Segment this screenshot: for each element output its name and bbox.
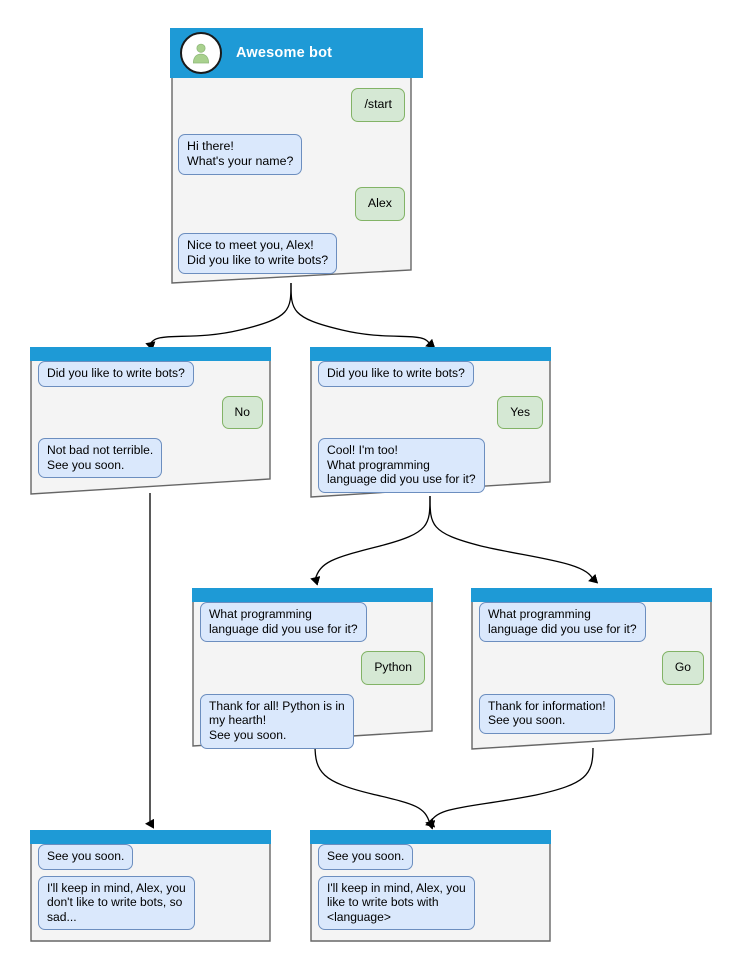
bot-message-bubble: Did you like to write bots? xyxy=(38,361,194,387)
bot-message-bubble: Nice to meet you, Alex! Did you like to … xyxy=(178,233,338,274)
edge-python-to-end-happy xyxy=(314,744,436,828)
node-end-happy[interactable]: See you soon. I'll keep in mind, Alex, y… xyxy=(310,830,551,942)
message-row: No xyxy=(38,395,263,430)
user-message-bubble: Alex xyxy=(354,187,405,221)
user-message-bubble: Go xyxy=(661,651,704,685)
node-root-messages: /start Hi there! What's your name? Alex … xyxy=(170,78,413,274)
message-row: Nice to meet you, Alex! Did you like to … xyxy=(178,233,405,274)
node-root-header: Awesome bot xyxy=(170,28,423,78)
edge-yes-to-python xyxy=(310,495,431,586)
message-row: What programming language did you use fo… xyxy=(200,602,425,643)
node-no-branch-header xyxy=(30,347,271,361)
bot-message-bubble: Thank for all! Python is in my hearth! S… xyxy=(200,693,354,749)
node-yes-branch[interactable]: Did you like to write bots? Yes Cool! I'… xyxy=(310,347,551,498)
user-message-bubble: No xyxy=(221,395,263,430)
bot-message-bubble: See you soon. xyxy=(318,844,414,870)
node-python-branch-messages: What programming language did you use fo… xyxy=(192,602,433,749)
bot-message-bubble: Thank for information! See you soon. xyxy=(479,693,615,734)
node-end-happy-header xyxy=(310,830,551,844)
message-row: Thank for information! See you soon. xyxy=(479,693,704,734)
message-row: Python xyxy=(200,651,425,685)
user-message-bubble: Python xyxy=(361,651,425,685)
bot-message-bubble: Did you like to write bots? xyxy=(318,361,474,387)
bot-message-bubble: I'll keep in mind, Alex, you don't like … xyxy=(38,875,195,931)
edge-root-to-no xyxy=(145,282,292,351)
bot-message-bubble: See you soon. xyxy=(38,844,134,870)
edge-go-to-end-happy xyxy=(425,747,594,830)
bot-message-bubble: What programming language did you use fo… xyxy=(200,602,367,643)
node-root[interactable]: Awesome bot /start Hi there! What's your… xyxy=(170,28,423,285)
message-row: Hi there! What's your name? xyxy=(178,134,405,175)
message-row: See you soon. xyxy=(318,844,543,870)
bot-message-bubble: Cool! I'm too! What programming language… xyxy=(318,438,485,493)
message-row: /start xyxy=(178,88,405,122)
node-no-branch[interactable]: Did you like to write bots? No Not bad n… xyxy=(30,347,271,495)
node-end-happy-messages: See you soon. I'll keep in mind, Alex, y… xyxy=(310,844,551,931)
node-python-branch-header xyxy=(192,588,433,602)
message-row: What programming language did you use fo… xyxy=(479,602,704,643)
message-row: Cool! I'm too! What programming language… xyxy=(318,438,543,493)
message-row: Thank for all! Python is in my hearth! S… xyxy=(200,693,425,749)
node-yes-branch-header xyxy=(310,347,551,361)
node-end-sad-messages: See you soon. I'll keep in mind, Alex, y… xyxy=(30,844,271,931)
message-row: Not bad not terrible. See you soon. xyxy=(38,438,263,479)
node-end-sad[interactable]: See you soon. I'll keep in mind, Alex, y… xyxy=(30,830,271,942)
edge-yes-to-go xyxy=(429,495,599,584)
user-message-bubble: /start xyxy=(351,88,405,122)
node-python-branch[interactable]: What programming language did you use fo… xyxy=(192,588,433,749)
message-row: Yes xyxy=(318,395,543,430)
message-row: Go xyxy=(479,651,704,685)
bot-message-bubble: Hi there! What's your name? xyxy=(178,134,303,175)
node-go-branch-messages: What programming language did you use fo… xyxy=(471,602,712,734)
person-glyph-icon xyxy=(192,43,210,64)
message-row: See you soon. xyxy=(38,844,263,870)
user-message-bubble: Yes xyxy=(497,395,543,430)
message-row: I'll keep in mind, Alex, you like to wri… xyxy=(318,875,543,931)
edge-root-to-yes xyxy=(290,282,436,349)
node-go-branch-header xyxy=(471,588,712,602)
person-avatar-icon xyxy=(180,32,222,74)
message-row: Did you like to write bots? xyxy=(318,361,543,387)
node-no-branch-messages: Did you like to write bots? No Not bad n… xyxy=(30,361,271,479)
message-row: Did you like to write bots? xyxy=(38,361,263,387)
message-row: Alex xyxy=(178,187,405,221)
bot-title: Awesome bot xyxy=(236,45,333,61)
node-yes-branch-messages: Did you like to write bots? Yes Cool! I'… xyxy=(310,361,551,493)
bot-message-bubble: I'll keep in mind, Alex, you like to wri… xyxy=(318,875,475,931)
bot-message-bubble: Not bad not terrible. See you soon. xyxy=(38,438,163,479)
node-go-branch[interactable]: What programming language did you use fo… xyxy=(471,588,712,750)
message-row: I'll keep in mind, Alex, you don't like … xyxy=(38,875,263,931)
bot-message-bubble: What programming language did you use fo… xyxy=(479,602,646,643)
node-end-sad-header xyxy=(30,830,271,844)
